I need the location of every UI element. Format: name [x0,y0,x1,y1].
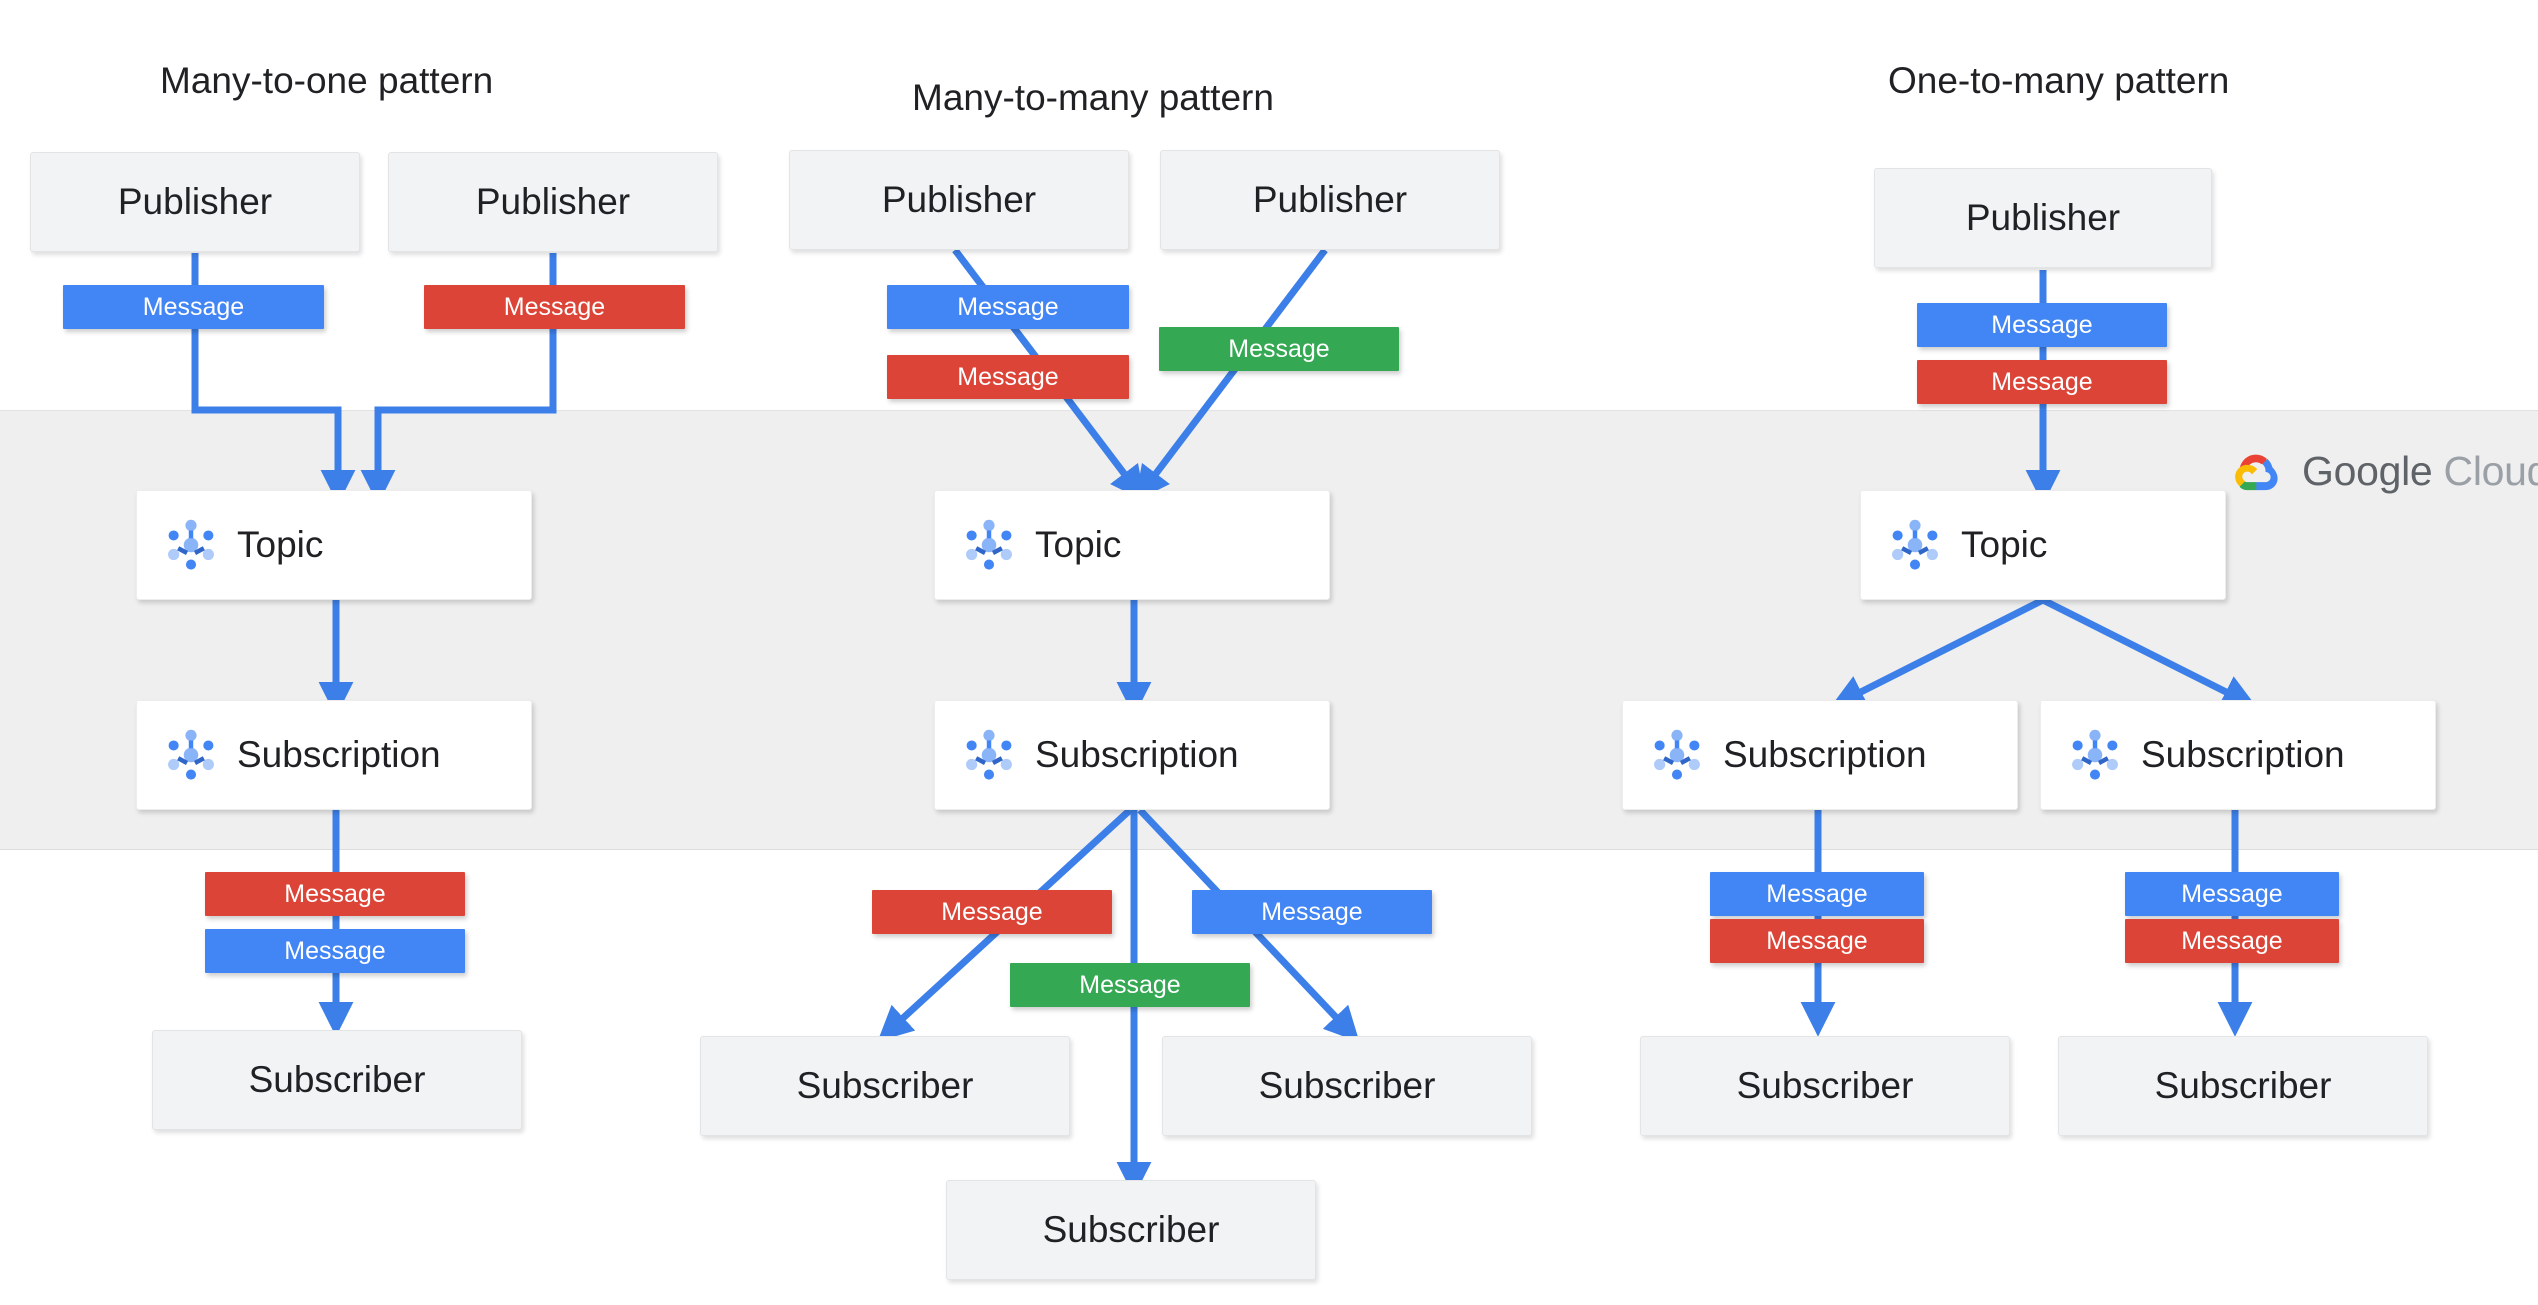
message-label: Message [284,936,386,965]
subscriber-label: Subscriber [248,1059,426,1100]
column-title-many-to-one: Many-to-one pattern [160,60,494,101]
publisher-label: Publisher [1252,179,1408,220]
publisher-label: Publisher [1965,197,2121,238]
publisher-label: Publisher [117,181,273,222]
edge-c3-topic-subscription2 [2041,596,2258,708]
publisher-box-c2-1[interactable]: Publisher [789,150,1129,250]
pubsub-hub-icon [966,519,1012,570]
message-label: Message [284,879,386,908]
pubsub-hub-icon [168,729,214,780]
message-label: Message [2181,926,2283,955]
topic-label: Topic [237,524,324,565]
pubsub-hub-icon [2072,729,2118,780]
subscriber-box-c2-2[interactable]: Subscriber [1162,1036,1532,1136]
message-chip-c3-publish-2[interactable]: Message [1917,360,2167,404]
message-chip-c3-deliver-4[interactable]: Message [2125,919,2339,963]
message-label: Message [1991,310,2093,339]
message-chip-c3-publish-1[interactable]: Message [1917,303,2167,347]
topic-label: Topic [1035,524,1122,565]
message-label: Message [1766,926,1868,955]
message-chip-c2-publish-3[interactable]: Message [1159,327,1399,371]
subscription-box-c3-2[interactable]: Subscription [2040,700,2436,810]
wordmark-google: Google [2302,448,2433,494]
subscription-box-c3-1[interactable]: Subscription [1622,700,2018,810]
subscription-label: Subscription [2141,734,2345,775]
publisher-box-c2-2[interactable]: Publisher [1160,150,1500,250]
subscriber-label: Subscriber [1736,1065,1914,1106]
column-title-one-to-many: One-to-many pattern [1888,60,2230,101]
publisher-box-c3-1[interactable]: Publisher [1874,168,2212,268]
message-chip-c1-publish-1[interactable]: Message [63,285,324,329]
edge-c1-pub2-topic [360,253,557,505]
message-label: Message [957,362,1059,391]
google-cloud-wordmark: Google Cloud [2302,448,2538,495]
subscriber-box-c3-2[interactable]: Subscriber [2058,1036,2428,1136]
message-label: Message [1228,334,1330,363]
message-label: Message [1991,367,2093,396]
pubsub-hub-icon [1892,519,1938,570]
message-chip-c3-deliver-2[interactable]: Message [1710,919,1924,963]
message-label: Message [957,292,1059,321]
message-chip-c1-deliver-1[interactable]: Message [205,872,465,916]
subscription-label: Subscription [1723,734,1927,775]
wordmark-cloud: Cloud [2443,448,2538,494]
edge-c1-pub1-topic [191,253,356,505]
publisher-box-c1-1[interactable]: Publisher [30,152,360,252]
column-title-many-to-many: Many-to-many pattern [912,77,1274,118]
topic-box-c1[interactable]: Topic [136,490,532,600]
message-chip-c2-publish-2[interactable]: Message [887,355,1129,399]
message-label: Message [1766,879,1868,908]
message-label: Message [2181,879,2283,908]
message-label: Message [1261,897,1363,926]
subscription-box-c2[interactable]: Subscription [934,700,1330,810]
subscription-box-c1[interactable]: Subscription [136,700,532,810]
subscription-label: Subscription [1035,734,1239,775]
edge-c3-topic-subscription1 [1830,596,2045,708]
publisher-box-c1-2[interactable]: Publisher [388,152,718,252]
message-label: Message [503,292,606,321]
topic-box-c2[interactable]: Topic [934,490,1330,600]
subscriber-label: Subscriber [796,1065,974,1106]
pubsub-hub-icon [966,729,1012,780]
message-label: Message [1079,970,1181,999]
subscriber-box-c3-1[interactable]: Subscriber [1640,1036,2010,1136]
message-chip-c2-publish-1[interactable]: Message [887,285,1129,329]
subscriber-box-c2-1[interactable]: Subscriber [700,1036,1070,1136]
pubsub-hub-icon [1654,729,1700,780]
pubsub-hub-icon [168,519,214,570]
subscriber-box-c2-3[interactable]: Subscriber [946,1180,1316,1280]
subscriber-label: Subscriber [1258,1065,1436,1106]
message-chip-c2-deliver-3[interactable]: Message [1010,963,1250,1007]
subscription-label: Subscription [237,734,441,775]
subscriber-label: Subscriber [1042,1209,1220,1250]
message-chip-c2-deliver-1[interactable]: Message [872,890,1112,934]
message-chip-c1-deliver-2[interactable]: Message [205,929,465,973]
publisher-label: Publisher [475,181,631,222]
topic-label: Topic [1961,524,2048,565]
google-cloud-logo: Google Cloud [2232,448,2538,495]
subscriber-box-c1-1[interactable]: Subscriber [152,1030,522,1130]
publisher-label: Publisher [881,179,1037,220]
google-cloud-cloud-icon [2235,454,2278,490]
message-label: Message [142,292,245,321]
message-chip-c1-publish-2[interactable]: Message [424,285,685,329]
message-chip-c3-deliver-3[interactable]: Message [2125,872,2339,916]
topic-box-c3[interactable]: Topic [1860,490,2226,600]
message-label: Message [941,897,1043,926]
subscriber-label: Subscriber [2154,1065,2332,1106]
message-chip-c2-deliver-2[interactable]: Message [1192,890,1432,934]
message-chip-c3-deliver-1[interactable]: Message [1710,872,1924,916]
